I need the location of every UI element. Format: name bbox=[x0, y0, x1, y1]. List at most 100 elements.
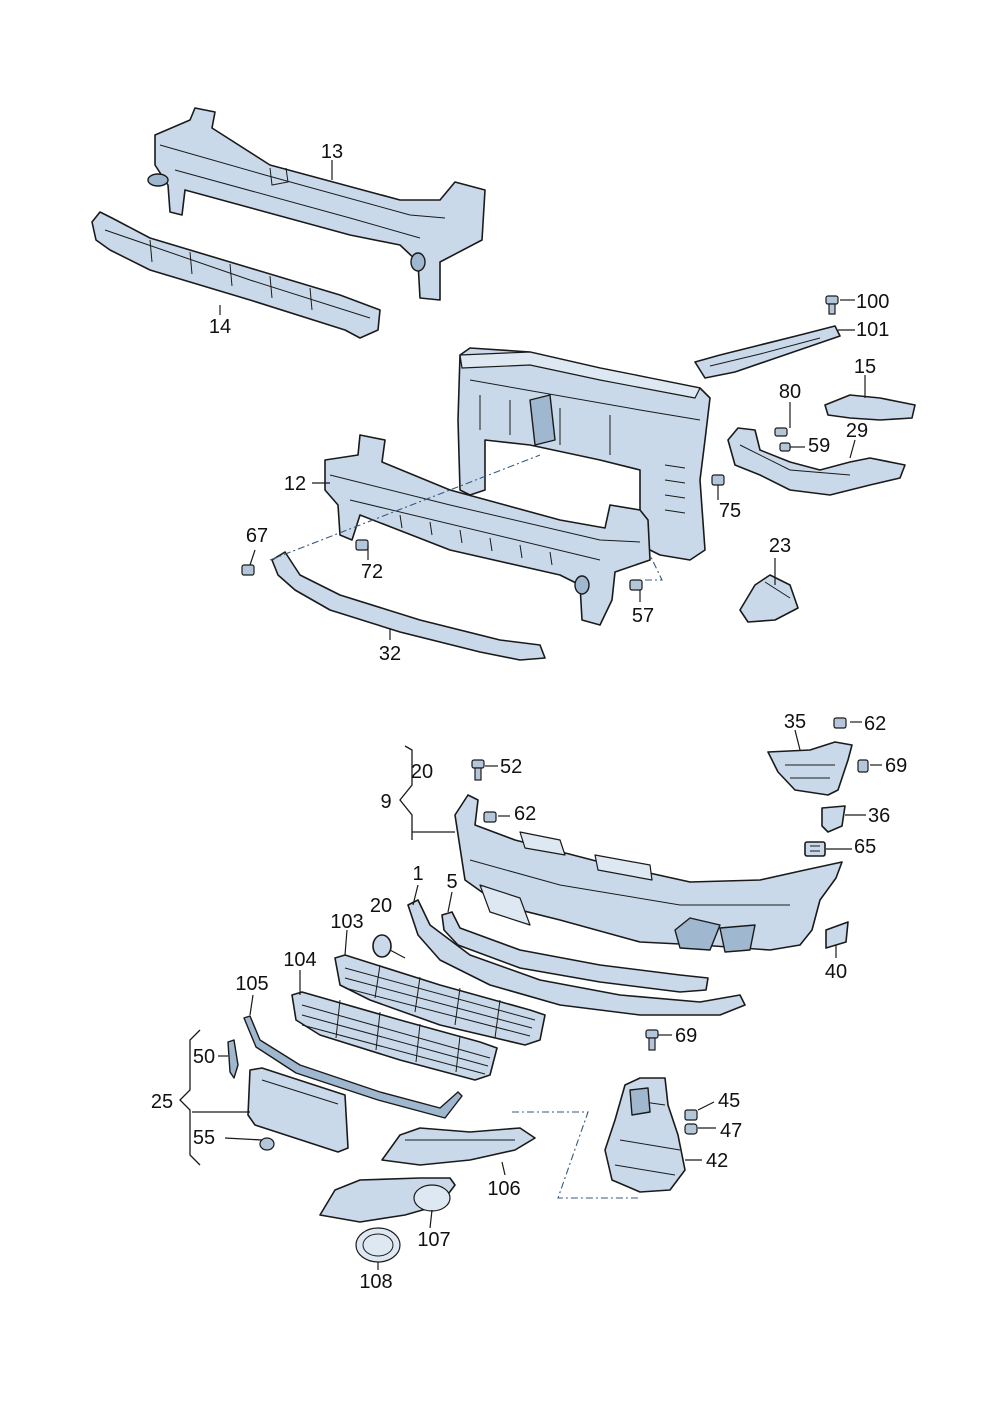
screw-62-upper bbox=[833, 717, 847, 729]
part-104-grille bbox=[291, 991, 498, 1081]
label-13: 13 bbox=[321, 141, 343, 163]
part-32-strip bbox=[271, 551, 546, 661]
label-62-mid: 62 bbox=[514, 803, 536, 825]
svg-text:75: 75 bbox=[719, 500, 741, 522]
label-45: 45 bbox=[718, 1090, 740, 1112]
label-36: 36 bbox=[868, 805, 890, 827]
label-15: 15 bbox=[854, 356, 876, 378]
svg-text:12: 12 bbox=[284, 473, 306, 495]
label-105: 105 bbox=[235, 973, 268, 995]
svg-text:5: 5 bbox=[446, 871, 457, 893]
label-101: 101 bbox=[856, 319, 889, 341]
part-36-clip bbox=[821, 805, 846, 833]
svg-text:13: 13 bbox=[321, 141, 343, 163]
label-1: 1 bbox=[412, 863, 423, 885]
screw-100 bbox=[825, 295, 839, 315]
lock-carrier bbox=[457, 347, 711, 561]
clip-45 bbox=[684, 1109, 698, 1121]
label-65: 65 bbox=[854, 836, 876, 858]
label-59: 59 bbox=[808, 435, 830, 457]
label-20-mid: 20 bbox=[370, 895, 392, 917]
svg-text:57: 57 bbox=[632, 605, 654, 627]
label-103: 103 bbox=[330, 911, 363, 933]
svg-text:20: 20 bbox=[370, 895, 392, 917]
part-14-absorber bbox=[91, 211, 381, 339]
part-9-bumper-cover bbox=[454, 794, 843, 953]
svg-text:1: 1 bbox=[412, 863, 423, 885]
svg-text:25: 25 bbox=[151, 1091, 173, 1113]
part-15 bbox=[824, 394, 916, 421]
label-69-bottom: 69 bbox=[675, 1025, 697, 1047]
part-42-air-duct bbox=[604, 1077, 686, 1193]
part-29-bracket bbox=[727, 427, 906, 496]
svg-text:72: 72 bbox=[361, 561, 383, 583]
label-23: 23 bbox=[769, 535, 791, 557]
part-103-grille bbox=[334, 954, 546, 1046]
label-20-top: 20 bbox=[411, 761, 433, 783]
screw-72 bbox=[355, 539, 369, 551]
svg-text:103: 103 bbox=[330, 911, 363, 933]
screw-69-lower bbox=[645, 1029, 659, 1051]
svg-text:101: 101 bbox=[856, 319, 889, 341]
part-35-bracket bbox=[767, 741, 853, 796]
svg-text:62: 62 bbox=[514, 803, 536, 825]
label-14: 14 bbox=[209, 316, 231, 338]
svg-text:106: 106 bbox=[487, 1178, 520, 1200]
svg-text:40: 40 bbox=[825, 961, 847, 983]
part-23-cap bbox=[739, 574, 799, 623]
label-32: 32 bbox=[379, 643, 401, 665]
part-25-plate-bracket bbox=[247, 1067, 349, 1153]
svg-text:69: 69 bbox=[675, 1025, 697, 1047]
screw-75 bbox=[711, 474, 725, 486]
screw-69-upper bbox=[857, 759, 869, 773]
part-55-screw bbox=[259, 1137, 275, 1151]
svg-text:32: 32 bbox=[379, 643, 401, 665]
screw-57 bbox=[629, 579, 643, 591]
label-57: 57 bbox=[632, 605, 654, 627]
part-65-clip bbox=[804, 841, 826, 857]
part-50-clip bbox=[227, 1039, 239, 1079]
screw-80 bbox=[774, 427, 788, 437]
label-72: 72 bbox=[361, 561, 383, 583]
screw-59 bbox=[779, 442, 791, 452]
clip-47 bbox=[684, 1123, 698, 1135]
label-69-top: 69 bbox=[885, 755, 907, 777]
svg-text:69: 69 bbox=[885, 755, 907, 777]
svg-text:29: 29 bbox=[846, 420, 868, 442]
svg-text:45: 45 bbox=[718, 1090, 740, 1112]
label-25: 25 bbox=[151, 1091, 173, 1113]
svg-text:105: 105 bbox=[235, 973, 268, 995]
screw-62-lower bbox=[483, 811, 497, 823]
label-9: 9 bbox=[380, 791, 391, 813]
part-105-trim bbox=[243, 1015, 463, 1119]
svg-text:35: 35 bbox=[784, 711, 806, 733]
screw-52 bbox=[471, 759, 485, 781]
svg-text:100: 100 bbox=[856, 291, 889, 313]
label-12: 12 bbox=[284, 473, 306, 495]
part-12-reinforcement bbox=[324, 434, 651, 626]
part-40-cap bbox=[825, 921, 849, 949]
label-106: 106 bbox=[487, 1178, 520, 1200]
label-80: 80 bbox=[779, 381, 801, 403]
part-1-strip bbox=[407, 899, 746, 1016]
svg-text:9: 9 bbox=[380, 791, 391, 813]
label-5: 5 bbox=[446, 871, 457, 893]
svg-text:20: 20 bbox=[411, 761, 433, 783]
label-50: 50 bbox=[193, 1046, 215, 1068]
part-101-strip bbox=[694, 325, 841, 379]
svg-text:15: 15 bbox=[854, 356, 876, 378]
label-100: 100 bbox=[856, 291, 889, 313]
svg-text:47: 47 bbox=[720, 1120, 742, 1142]
svg-text:14: 14 bbox=[209, 316, 231, 338]
svg-text:108: 108 bbox=[359, 1271, 392, 1293]
label-107: 107 bbox=[417, 1229, 450, 1251]
label-40: 40 bbox=[825, 961, 847, 983]
label-42: 42 bbox=[706, 1150, 728, 1172]
svg-text:50: 50 bbox=[193, 1046, 215, 1068]
svg-text:107: 107 bbox=[417, 1229, 450, 1251]
svg-text:52: 52 bbox=[500, 756, 522, 778]
svg-text:55: 55 bbox=[193, 1127, 215, 1149]
svg-text:62: 62 bbox=[864, 713, 886, 735]
part-13-cross-member bbox=[147, 107, 486, 301]
